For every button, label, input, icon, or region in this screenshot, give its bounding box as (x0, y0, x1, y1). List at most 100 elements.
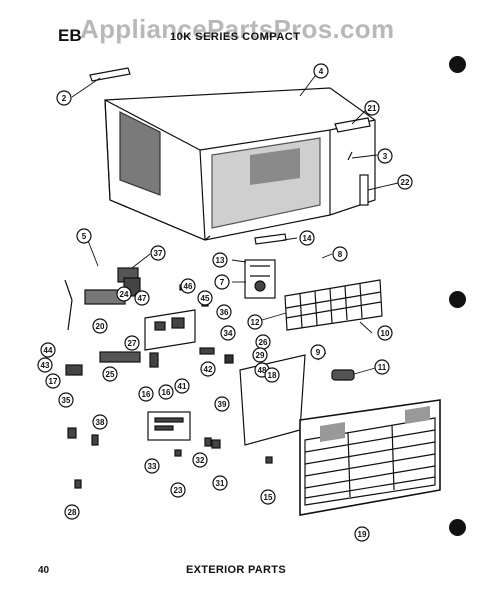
callout-circle (40, 342, 56, 358)
callout-number: 18 (268, 371, 277, 380)
callout-28: 28 (64, 504, 80, 520)
callout-circle (92, 414, 108, 430)
callout-number: 34 (224, 329, 233, 338)
callout-number: 42 (204, 365, 213, 374)
callout-24: 24 (116, 286, 132, 302)
callout-number: 26 (259, 338, 268, 347)
callout-33: 33 (144, 458, 160, 474)
callout-43: 43 (37, 357, 53, 373)
callout-circle (124, 335, 140, 351)
callout-number: 15 (264, 493, 273, 502)
callout-number: 20 (96, 322, 105, 331)
callout-26: 26 (255, 334, 271, 350)
callout-circle (138, 386, 154, 402)
callout-circle (64, 504, 80, 520)
callout-number: 48 (258, 366, 267, 375)
callout-circle (397, 174, 413, 190)
front-panel-19 (299, 399, 441, 516)
callout-number: 5 (82, 232, 87, 241)
page-number: 40 (38, 565, 50, 576)
callout-circle (216, 304, 232, 320)
callout-circle (377, 148, 393, 164)
callout-circle (116, 286, 132, 302)
callout-number: 32 (196, 456, 205, 465)
callout-number: 9 (316, 348, 321, 357)
callout-circle (377, 325, 393, 341)
callout-circle (174, 378, 190, 394)
callout-8: 8 (332, 246, 348, 262)
callout-number: 12 (251, 318, 260, 327)
callout-number: 35 (62, 396, 71, 405)
callout-number: 38 (96, 418, 105, 427)
callout-47: 47 (134, 290, 150, 306)
callout-circle (76, 228, 92, 244)
callout-circle (180, 278, 196, 294)
callout-number: 14 (303, 234, 312, 243)
callout-number: 46 (184, 282, 193, 291)
callout-11: 11 (374, 359, 390, 375)
callout-35: 35 (58, 392, 74, 408)
callout-circle (56, 90, 72, 106)
callout-10: 10 (377, 325, 393, 341)
callout-17: 17 (45, 373, 61, 389)
callout-number: 24 (120, 290, 129, 299)
callout-circle (170, 482, 186, 498)
callout-circle (144, 458, 160, 474)
callout-number: 36 (220, 308, 229, 317)
small-hardware (67, 427, 273, 489)
callout-circle (332, 246, 348, 262)
callout-38: 38 (92, 414, 108, 430)
callout-number: 3 (383, 152, 388, 161)
watermark-text: AppliancePartsPros.com (80, 14, 395, 44)
callout-number: 39 (218, 400, 227, 409)
callout-circle (212, 252, 228, 268)
callout-circle (220, 325, 236, 341)
callout-circle (252, 347, 268, 363)
callout-number: 25 (106, 370, 115, 379)
binder-hole-top (449, 56, 466, 73)
callout-circle (214, 274, 230, 290)
callout-number: 10 (381, 329, 390, 338)
callout-circle (102, 366, 118, 382)
callout-2: 2 (56, 90, 72, 106)
callout-7: 7 (214, 274, 230, 290)
callout-circle (37, 357, 53, 373)
callout-number: 13 (216, 256, 225, 265)
callout-22: 22 (397, 174, 413, 190)
callout-circle (310, 344, 326, 360)
callout-circle (92, 318, 108, 334)
callout-number: 23 (174, 486, 183, 495)
callout-29: 29 (252, 347, 268, 363)
callout-18: 18 (264, 367, 280, 383)
cabinet-shell (104, 87, 376, 241)
callout-circle (374, 359, 390, 375)
callout-5: 5 (76, 228, 92, 244)
callout-41: 41 (174, 378, 190, 394)
callout-number: 44 (44, 346, 53, 355)
callout-number: 37 (154, 249, 163, 258)
callout-number: 43 (41, 361, 50, 370)
callout-37: 37 (150, 245, 166, 261)
callout-3: 3 (377, 148, 393, 164)
callout-23: 23 (170, 482, 186, 498)
callout-number: 7 (220, 278, 225, 287)
cabinet-accessories (89, 67, 371, 245)
callout-circle (200, 361, 216, 377)
callout-number: 16 (162, 388, 171, 397)
callout-32: 32 (192, 452, 208, 468)
callout-13: 13 (212, 252, 228, 268)
callout-number: 2 (62, 94, 67, 103)
callout-circle (45, 373, 61, 389)
callout-circle (134, 290, 150, 306)
callout-12: 12 (247, 314, 263, 330)
top-grille-10 (284, 279, 383, 331)
callout-42: 42 (200, 361, 216, 377)
bracket-18 (331, 369, 355, 381)
callout-16: 16 (158, 384, 174, 400)
callout-number: 29 (256, 351, 265, 360)
callout-46: 46 (180, 278, 196, 294)
callout-circle (364, 100, 380, 116)
callout-number: 4 (319, 67, 324, 76)
